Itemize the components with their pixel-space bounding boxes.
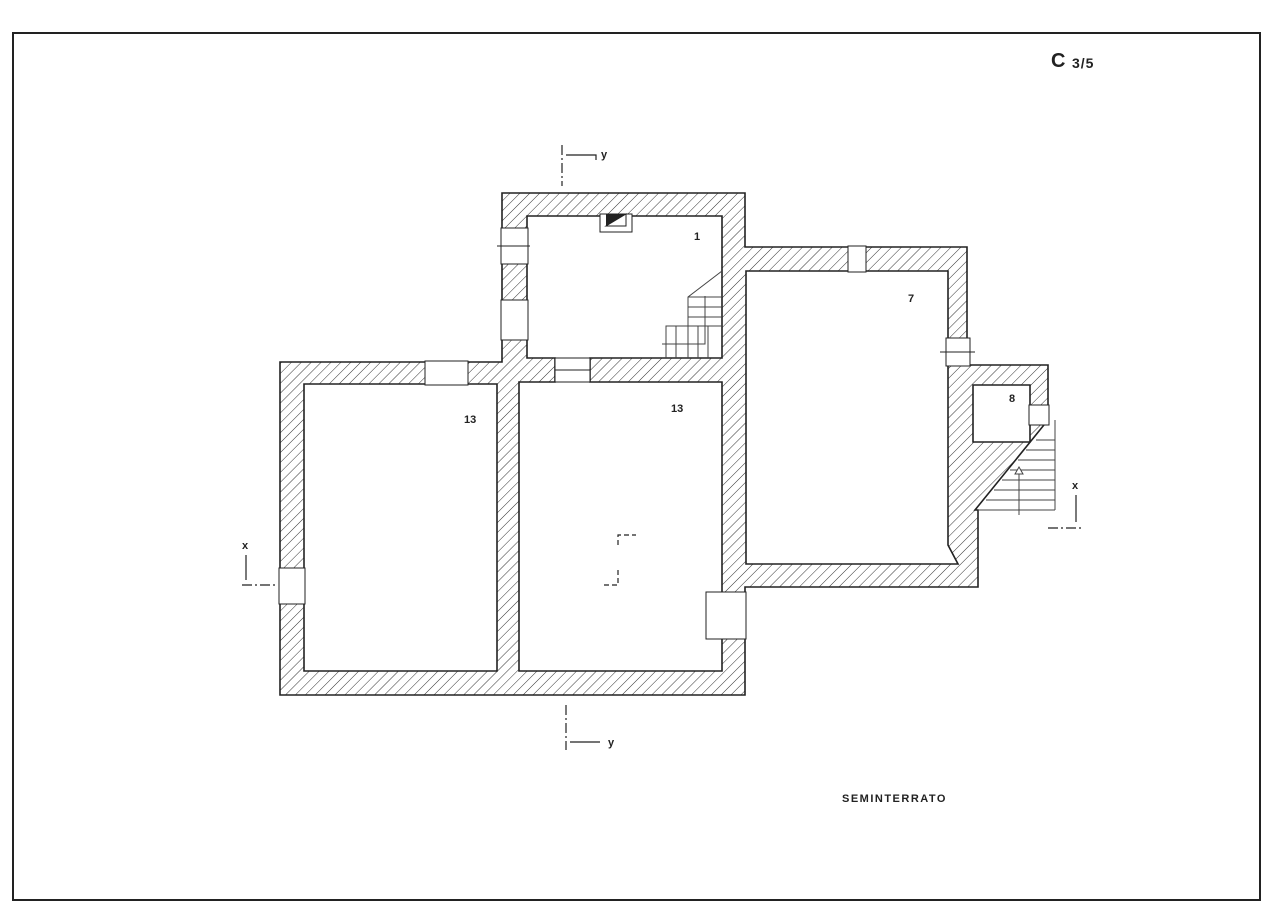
stairs-room-1 — [662, 270, 723, 358]
walls — [279, 192, 1049, 696]
room-label-13-left: 13 — [464, 414, 476, 426]
section-markers — [242, 145, 1084, 750]
section-label-x-right: x — [1072, 480, 1079, 492]
section-label-x-left: x — [242, 540, 249, 552]
room-label-13-middle: 13 — [671, 403, 683, 415]
sheet-border — [12, 32, 1261, 901]
section-label-y-bottom: y — [608, 737, 615, 749]
section-label-y-top: y — [601, 149, 608, 161]
plan-title: SEMINTERRATO — [842, 793, 947, 805]
room-label-8: 8 — [1009, 393, 1015, 405]
room-label-7: 7 — [908, 293, 914, 305]
sheet-number: 3/5 — [1072, 55, 1094, 71]
fireplace-icon — [599, 213, 633, 233]
stairs-external — [978, 420, 1056, 515]
room-label-1: 1 — [694, 231, 700, 243]
sheet-code-letter: C — [1051, 50, 1065, 72]
